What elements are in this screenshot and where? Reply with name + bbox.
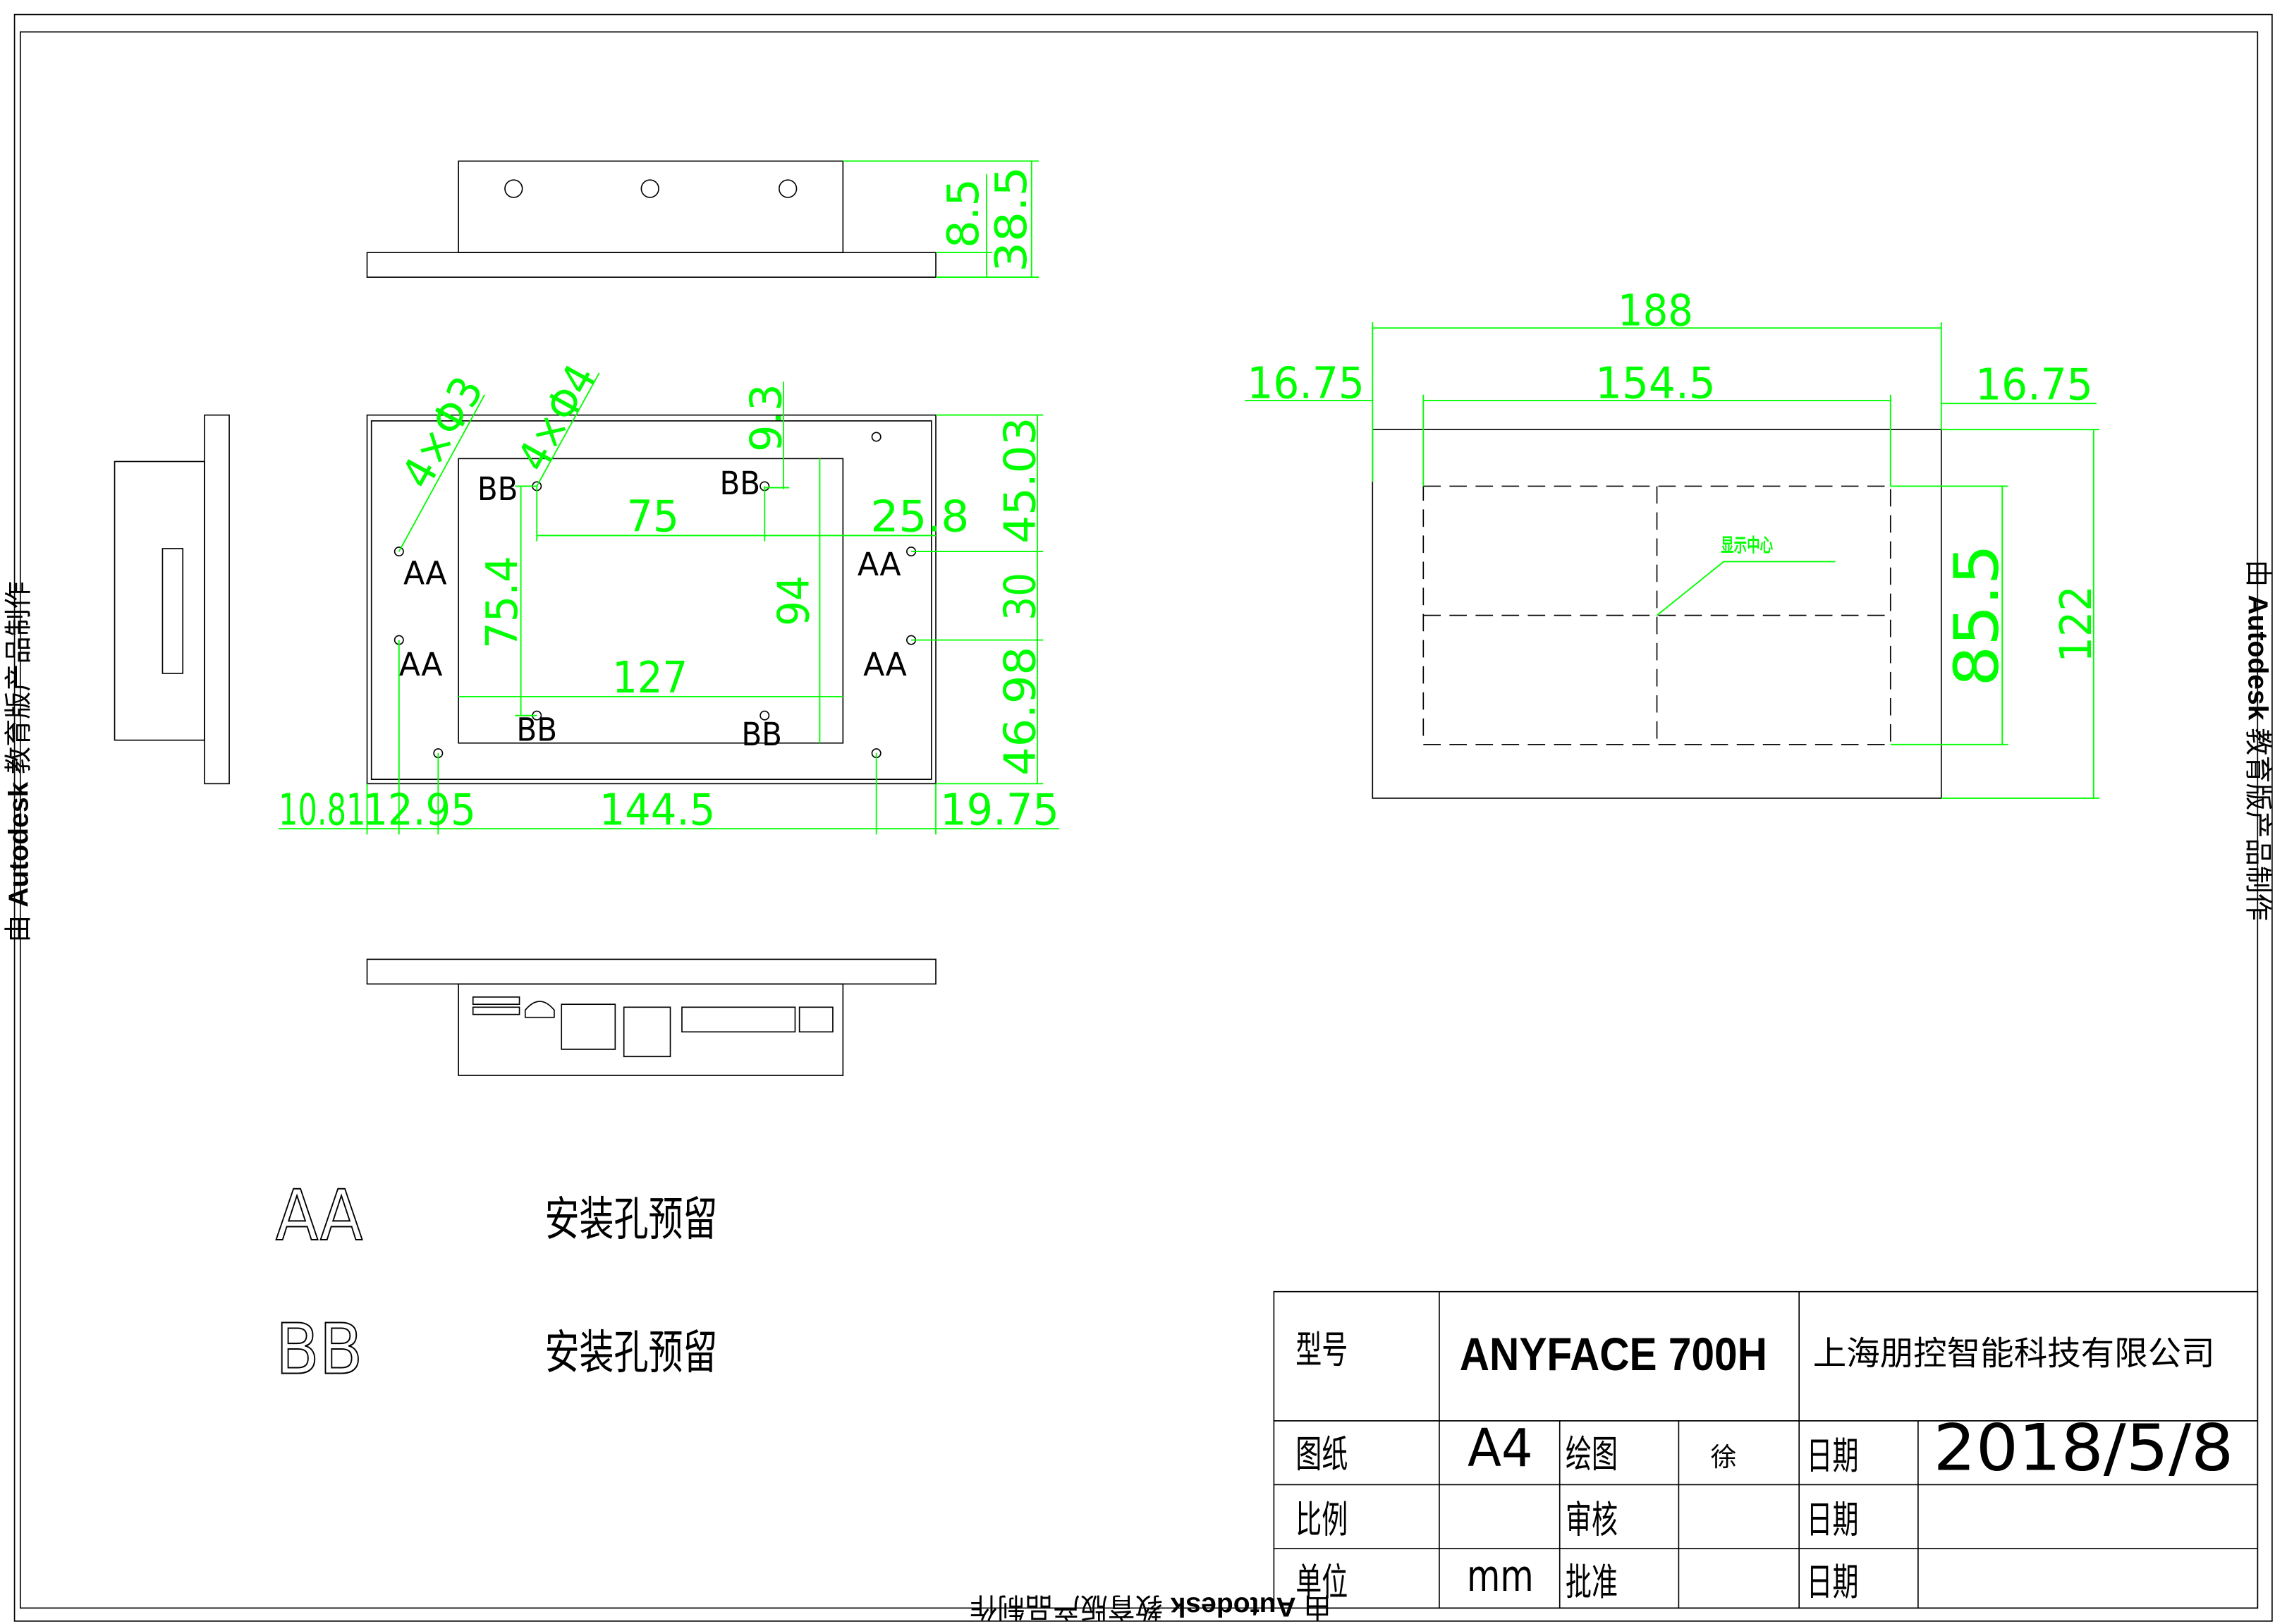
usb-port <box>472 1006 520 1015</box>
title-block: 型号 ANYFACE 700H 上海朋控智能科技有限公司 图纸 A4 绘图 徐 … <box>1273 1290 2259 1609</box>
date-value: 2018/5/8 <box>1933 1411 2233 1485</box>
drawn-by-label: 绘图 <box>1566 1432 1618 1477</box>
hole-label-aa: AA <box>403 554 447 592</box>
model-label: 型号 <box>1295 1328 1348 1372</box>
legend: AA 安装孔预留 BB 安装孔预留 <box>275 1175 718 1391</box>
date-label: 日期 <box>1806 1560 1858 1604</box>
company-name: 上海朋控智能科技有限公司 <box>1813 1335 2215 1374</box>
top-view-vent-hole <box>504 179 523 198</box>
watermark-suffix: 教育版产品制作 <box>970 1592 1170 1622</box>
rear-view: 188 154.5 16.75 16.75 85.5 122 显示中心 <box>1245 285 2102 799</box>
leader-line <box>398 394 485 552</box>
watermark-right: 由 Autodesk 教育版产品制作 <box>2243 559 2273 920</box>
watermark-prefix: 由 <box>2243 559 2273 594</box>
mounting-hole-bb <box>760 710 770 721</box>
date-label: 日期 <box>1806 1497 1858 1541</box>
sheet-size-label: 图纸 <box>1295 1432 1348 1477</box>
hole-label-aa: AA <box>858 546 901 583</box>
dimension-text-display-width: 127 <box>612 652 688 703</box>
usb-port <box>472 996 520 1006</box>
top-view: 8.5 38.5 <box>366 160 1039 279</box>
watermark-brand: Autodesk <box>1170 1592 1295 1622</box>
side-view <box>114 414 230 785</box>
dimension-text-margin-left: 16.75 <box>1247 358 1365 408</box>
screw-hole <box>871 432 882 442</box>
dimension-text-aa-to-bottom: 46.98 <box>994 647 1045 776</box>
legend-description: 安装孔预留 <box>545 1192 718 1246</box>
front-view-bezel-inner <box>370 420 932 781</box>
title-block-frame <box>1273 1290 2259 1609</box>
dimension-text-right-edge: 19.75 <box>940 784 1059 835</box>
checked-by-label: 审核 <box>1566 1497 1618 1541</box>
dimension-text-display-height: 94 <box>768 575 819 626</box>
legend-mark: BB <box>276 1309 362 1391</box>
watermark-brand: Autodesk <box>2243 594 2273 720</box>
connector <box>798 1006 834 1033</box>
front-view-outline <box>366 414 937 785</box>
unit-label: 单位 <box>1295 1560 1348 1604</box>
hole-label-bb: BB <box>719 465 760 502</box>
leader-line <box>536 372 600 487</box>
watermark-left: 由 Autodesk 教育版产品制作 <box>4 581 34 942</box>
top-view-vent-hole <box>778 179 798 198</box>
date-label: 日期 <box>1806 1434 1858 1478</box>
watermark-suffix: 教育版产品制作 <box>2243 720 2273 920</box>
dimension-text-depth: 38.5 <box>986 166 1037 272</box>
dimension-text-bb-right-offset: 25.8 <box>870 492 969 542</box>
hole-label-aa: AA <box>863 646 907 683</box>
sheet-border-inner <box>19 31 2259 1609</box>
display-center-label: 显示中心 <box>1721 535 1773 556</box>
side-view-housing <box>114 460 205 741</box>
dimension-text-left-edge: 10.81 <box>279 784 365 835</box>
dimension-text-hole-spacing: 144.5 <box>599 784 716 835</box>
dimension-text-flange: 8.5 <box>938 178 989 248</box>
mounting-hole-aa <box>394 547 404 557</box>
top-view-vent-hole <box>640 179 659 198</box>
dimension-text-bb-top-offset: 9.3 <box>740 384 791 452</box>
ethernet-port <box>623 1006 671 1058</box>
hole-label-bb: BB <box>477 470 518 508</box>
hole-label-aa: AA <box>399 646 443 683</box>
watermark-brand: Autodesk <box>4 781 34 907</box>
power-jack <box>524 1001 555 1018</box>
hole-label-bb: BB <box>516 712 557 749</box>
leader-line <box>1656 561 1836 616</box>
sheet-border-outer <box>13 13 2273 1622</box>
dimension-text-bb-spacing-vertical: 75.4 <box>477 556 527 649</box>
watermark-suffix: 教育版产品制作 <box>4 581 34 781</box>
dimension-text-aa-spacing: 30 <box>994 573 1045 621</box>
display-area <box>458 458 844 744</box>
hole-label-bb: BB <box>741 716 782 753</box>
unit-value: mm <box>1467 1551 1534 1601</box>
dimension-text-bb-spacing-horizontal: 75 <box>627 492 679 542</box>
dimension-text-top-to-aa: 45.03 <box>994 417 1045 544</box>
top-view-bezel <box>366 252 937 278</box>
legend-mark: AA <box>276 1176 362 1257</box>
dimension-text-display-height: 85.5 <box>1942 544 2013 687</box>
legend-description: 安装孔预留 <box>545 1326 718 1380</box>
terminal-block <box>681 1006 796 1033</box>
sheet-size-value: A4 <box>1468 1418 1533 1479</box>
model-name: ANYFACE 700H <box>1460 1328 1767 1380</box>
bottom-view <box>366 958 937 1076</box>
watermark-prefix: 由 <box>4 908 34 943</box>
drawn-by-name: 徐 <box>1711 1442 1737 1472</box>
dimension-text-display-width: 154.5 <box>1595 358 1716 408</box>
side-view-port <box>161 548 184 674</box>
ethernet-port <box>561 1003 616 1050</box>
dimension-text-overall-height: 122 <box>2051 585 2102 662</box>
dimension-text-margin-right: 16.75 <box>1975 359 2093 410</box>
watermark-bottom: 由 Autodesk 教育版产品制作 <box>970 1592 1331 1622</box>
dimension-text-left-hole: 12.95 <box>362 784 475 835</box>
rear-view-outline <box>1372 429 1942 799</box>
dimension-text-overall-width: 188 <box>1618 285 1693 336</box>
watermark-prefix: 由 <box>1296 1592 1331 1622</box>
approved-by-label: 批准 <box>1566 1560 1618 1604</box>
scale-label: 比例 <box>1295 1497 1348 1541</box>
bottom-view-housing <box>458 983 844 1076</box>
